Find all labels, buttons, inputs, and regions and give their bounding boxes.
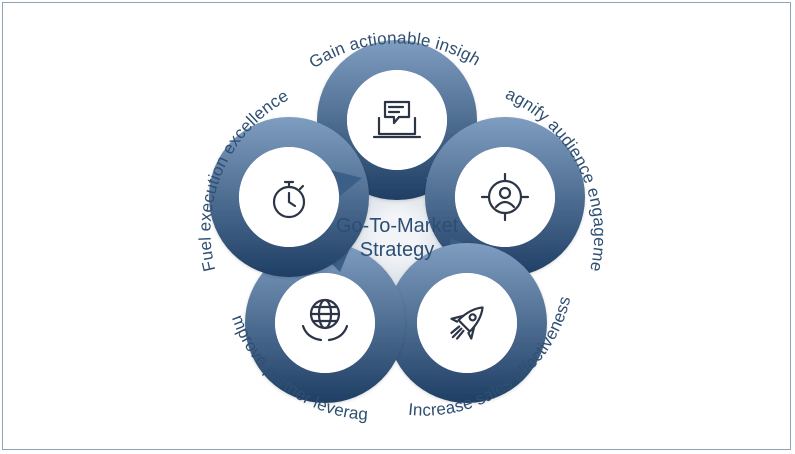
rocket-icon bbox=[450, 306, 484, 340]
globe-hands-icon bbox=[301, 298, 349, 342]
center-title-line1: Go-To-Market bbox=[336, 215, 459, 237]
stopwatch-icon bbox=[272, 180, 306, 219]
center-title-line2: Strategy bbox=[360, 239, 434, 261]
laptop-chat-icon bbox=[372, 100, 422, 139]
target-person-icon bbox=[480, 172, 530, 222]
